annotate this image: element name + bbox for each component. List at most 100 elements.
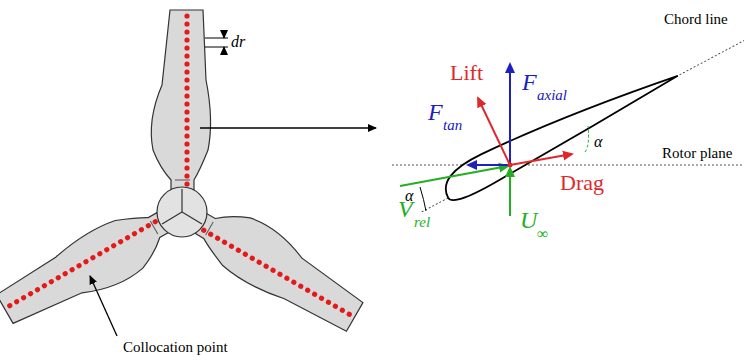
collocation-dot	[318, 295, 325, 302]
angle-arc	[420, 187, 426, 211]
collocation-dot	[184, 85, 189, 90]
collocation-dot	[256, 259, 263, 266]
blade	[151, 10, 210, 190]
collocation-dot	[184, 157, 189, 162]
collocation-dot	[263, 263, 270, 270]
hub-lines	[162, 189, 202, 224]
collocation-dot	[235, 247, 242, 254]
collocation-dot	[214, 235, 221, 242]
collocation-dot	[228, 243, 235, 250]
collocation-dot	[283, 275, 290, 282]
collocation-dot	[184, 133, 189, 138]
collocation-dot	[96, 250, 103, 257]
collocation-dot	[184, 173, 189, 178]
velocity-subscript: rel	[414, 215, 430, 230]
collocation-dot	[184, 13, 189, 18]
collocation-dot	[184, 125, 189, 130]
force-label: Drag	[560, 172, 604, 194]
freestream-arrow	[509, 168, 511, 216]
collocation-dot	[20, 294, 27, 301]
collocation-dot	[346, 311, 353, 318]
airfoil	[437, 55, 681, 205]
rotor-plane-line	[392, 165, 744, 166]
collocation-dot	[131, 230, 138, 237]
collocation-dot	[184, 45, 189, 50]
collocation-dot	[145, 222, 152, 229]
drag-arrow	[510, 154, 572, 165]
velocity-label: U	[520, 208, 537, 232]
collocation-dot	[138, 226, 145, 233]
axial-force-arrow	[509, 64, 511, 165]
force-label: F	[522, 70, 537, 94]
collocation-dot	[75, 262, 82, 269]
chord-line	[422, 29, 744, 212]
collocation-dot	[110, 242, 117, 249]
collocation-dot	[41, 282, 48, 289]
collocation-dot	[62, 270, 69, 277]
collocation-dot	[27, 290, 34, 297]
force-subscript: tan	[443, 118, 462, 133]
blade	[187, 196, 373, 337]
collocation-dot	[184, 141, 189, 146]
collocation-dot	[48, 278, 55, 285]
force-label: F	[428, 100, 443, 124]
collocation-dot	[184, 29, 189, 34]
collocation-dot	[184, 21, 189, 26]
collocation-dot	[34, 286, 41, 293]
collocation-dot	[69, 266, 76, 273]
collocation-dot	[249, 255, 256, 262]
angle-label: α	[594, 134, 602, 150]
collocation-dot	[82, 258, 89, 265]
collocation-dot	[242, 251, 249, 258]
force-subscript: axial	[537, 88, 567, 103]
angle-arc	[585, 126, 589, 152]
collocation-dot	[117, 238, 124, 245]
collocation-dot	[221, 239, 228, 246]
collocation-dot	[13, 298, 20, 305]
collocation-dot	[325, 299, 332, 306]
dimension-label: dr	[231, 34, 245, 50]
collocation-dot	[184, 181, 189, 186]
collocation-dot	[184, 61, 189, 66]
collocation-dot	[311, 291, 318, 298]
collocation-dot	[184, 149, 189, 154]
dr-marker	[205, 31, 228, 54]
callout-label: Collocation point	[123, 340, 228, 355]
collocation-dot	[184, 69, 189, 74]
collocation-dot	[276, 271, 283, 278]
velocity-subscript: ∞	[537, 226, 548, 242]
line-label: Rotor plane	[662, 146, 732, 161]
force-origin	[508, 163, 513, 168]
collocation-dot	[184, 53, 189, 58]
collocation-dot	[207, 231, 214, 238]
collocation-dot	[297, 283, 304, 290]
collocation-dot	[269, 267, 276, 274]
line-label: Chord line	[664, 12, 728, 27]
collocation-dot	[184, 101, 189, 106]
collocation-dot	[184, 77, 189, 82]
zoom-arrow	[200, 127, 376, 129]
collocation-dot	[339, 307, 346, 314]
collocation-dot	[103, 246, 110, 253]
collocation-dot	[332, 303, 339, 310]
collocation-dot	[55, 274, 62, 281]
collocation-dot	[304, 287, 311, 294]
tangential-force-arrow	[468, 164, 510, 166]
collocation-dot	[184, 93, 189, 98]
relative-velocity-arrow	[400, 166, 508, 186]
collocation-dot	[184, 37, 189, 42]
collocation-dot	[184, 109, 189, 114]
collocation-dot	[124, 234, 131, 241]
blade	[0, 198, 178, 339]
lift-arrow	[478, 98, 510, 165]
collocation-dot	[184, 117, 189, 122]
leader-line	[90, 276, 117, 336]
collocation-dot	[290, 279, 297, 286]
collocation-dot	[6, 302, 13, 309]
hub	[157, 187, 207, 237]
angle-label: α	[405, 188, 413, 204]
collocation-dot	[89, 254, 96, 261]
collocation-dot	[184, 165, 189, 170]
force-label: Lift	[450, 62, 483, 84]
